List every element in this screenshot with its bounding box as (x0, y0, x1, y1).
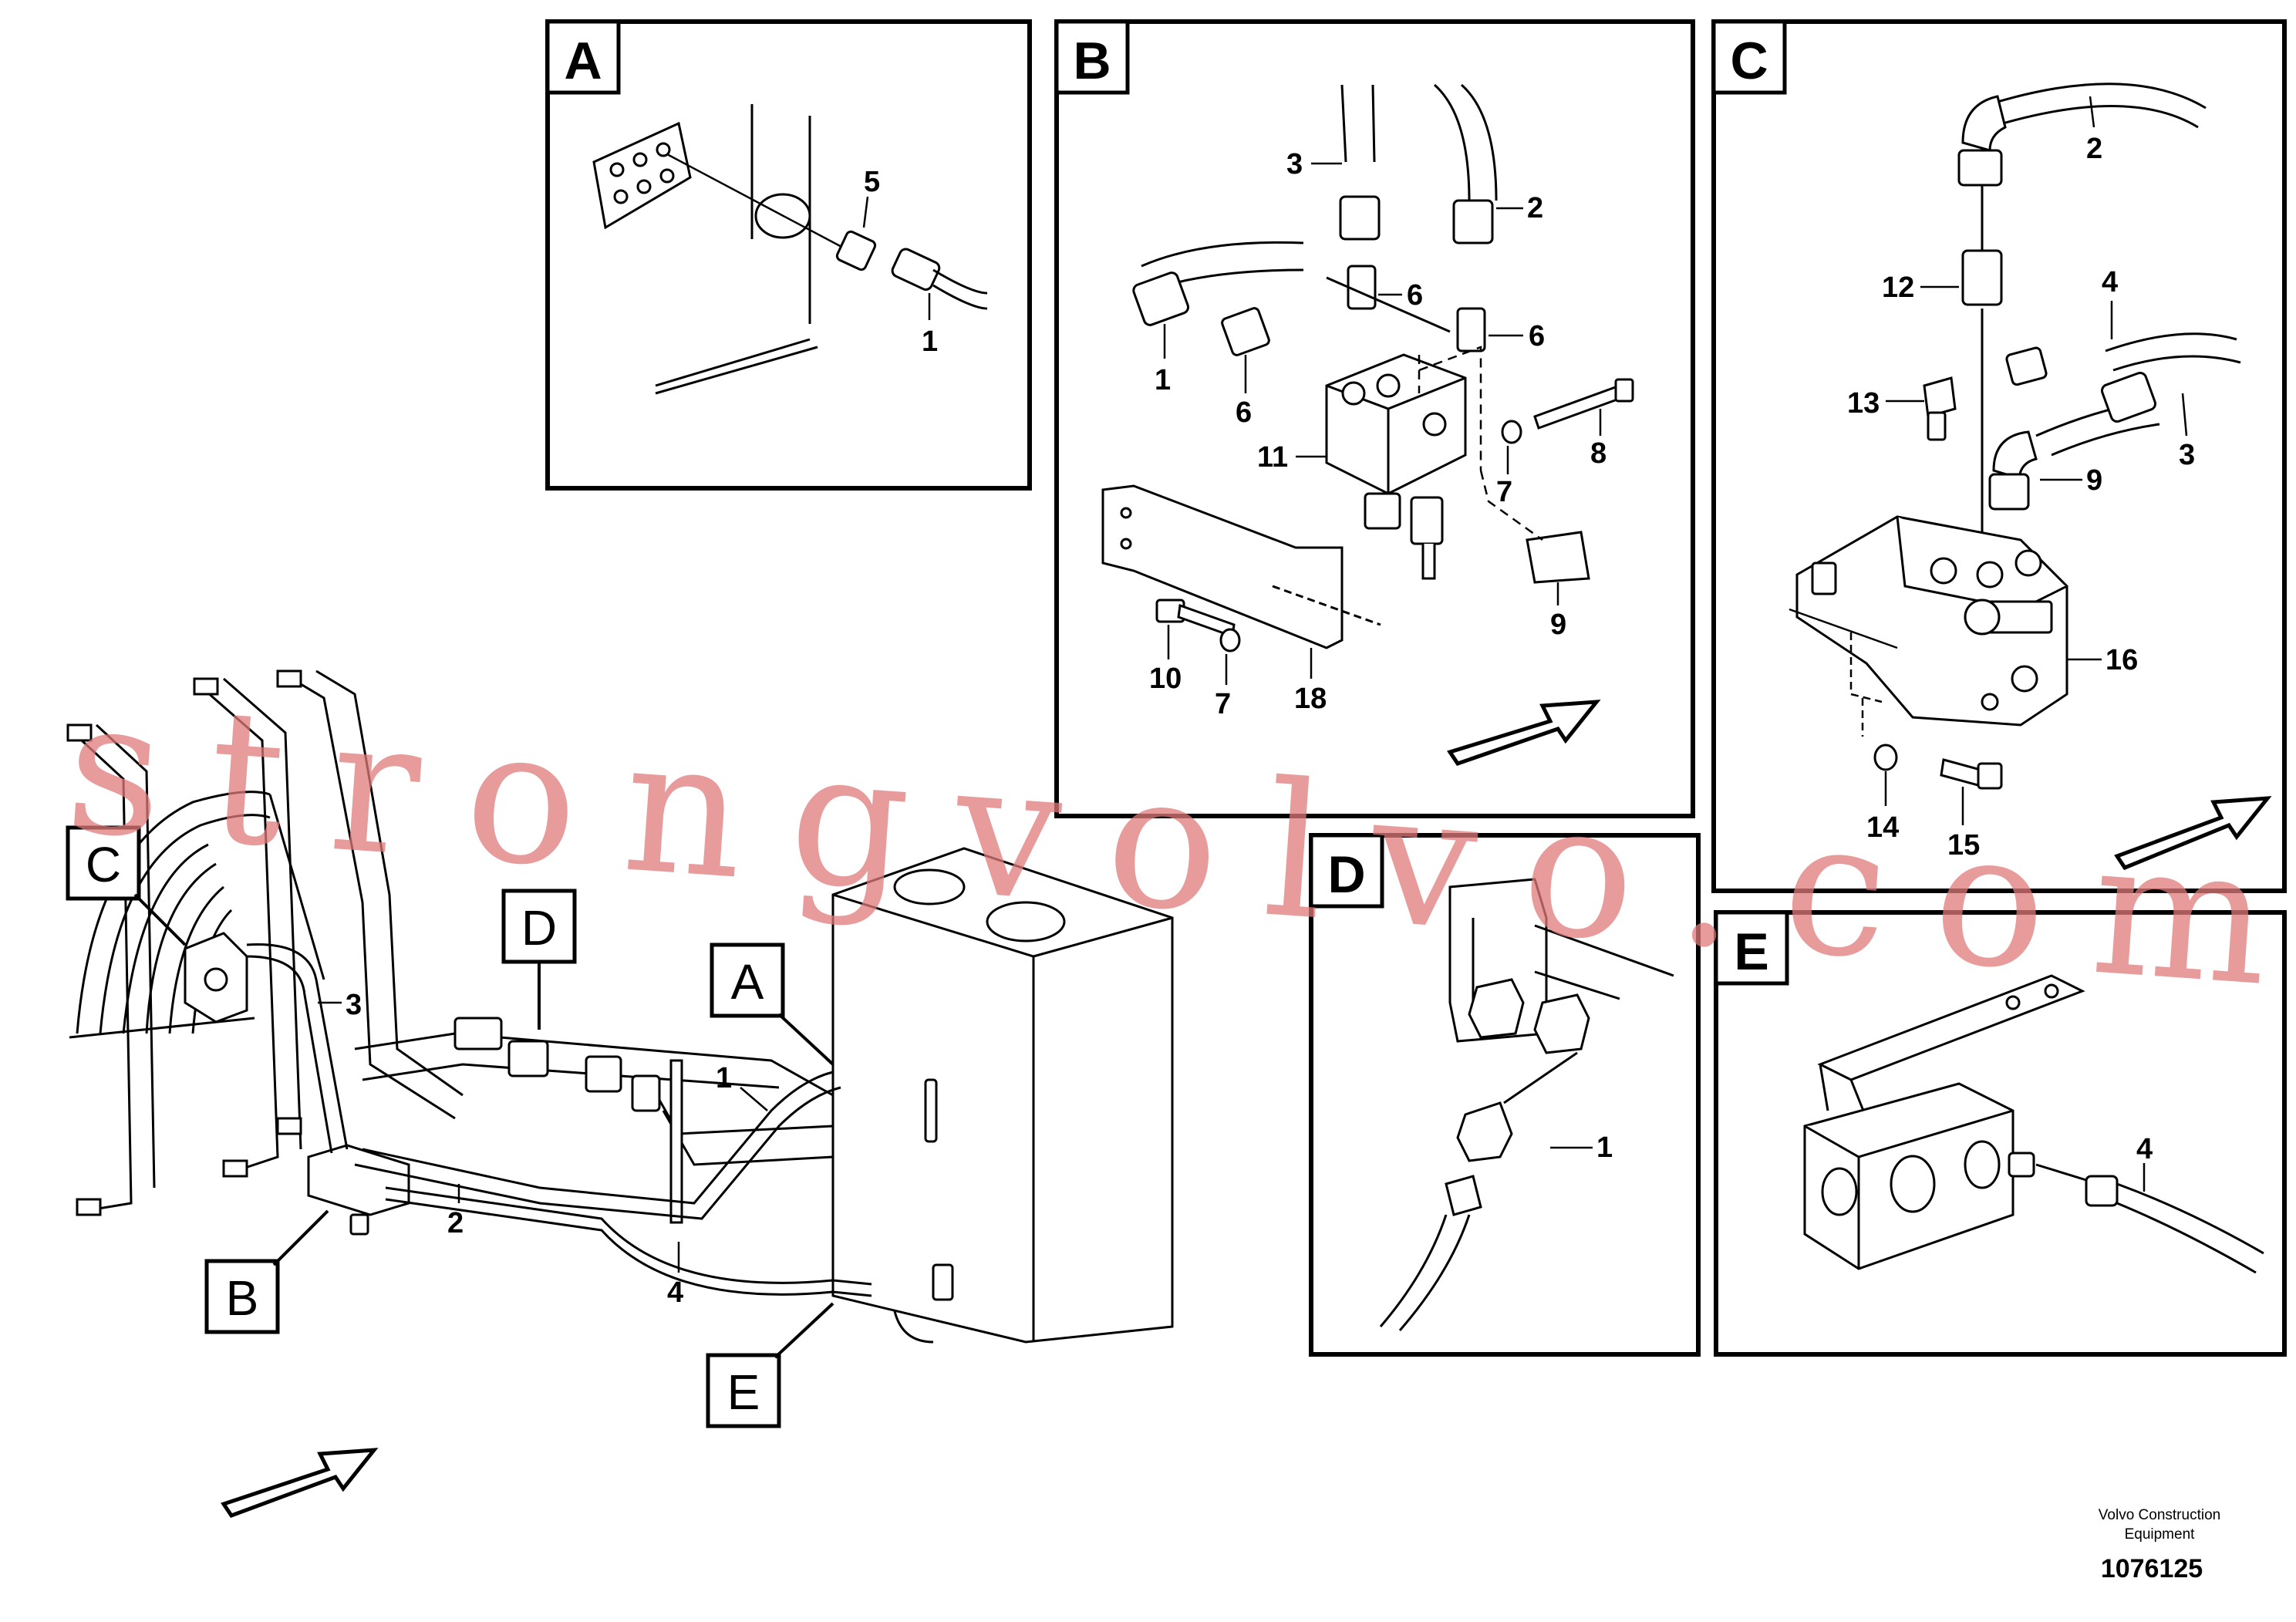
frame-brackets (66, 669, 302, 1216)
overview-assembly: C D A B E 3 1 2 4 (66, 669, 1174, 1519)
overview-callout-b: B (204, 1209, 329, 1334)
part-num-c-9: 9 (2086, 464, 2102, 497)
panel-a-frame (545, 19, 1032, 491)
panel-b-tag-box (1054, 19, 1130, 95)
overview-part-3: 3 (346, 989, 362, 1021)
hoses-b (1141, 83, 1498, 295)
panel-d-frame (1309, 833, 1701, 1357)
panel-a-tag-box (545, 19, 621, 95)
hose-d (1379, 1051, 1578, 1331)
overview-pump (184, 932, 248, 1023)
panel-c-frame (1711, 19, 2287, 893)
valve-block-11 (1325, 353, 1467, 580)
part-num-b-6a: 6 (1407, 279, 1423, 312)
overview-callout-e: E (706, 1302, 834, 1428)
panel-b-tag: B (1073, 32, 1111, 90)
panel-d-tag-box (1309, 833, 1384, 909)
footer-company-line1: Volvo Construction (2099, 1507, 2220, 1523)
panel-b: B (1054, 19, 1695, 818)
panel-c-tag: C (1730, 32, 1768, 90)
overview-callout-a: A (710, 943, 834, 1066)
bolts-b (1155, 378, 1634, 653)
drawing-number: 1076125 (2101, 1554, 2203, 1583)
bracket-18 (1101, 276, 1451, 649)
panel-e-tag-box (1714, 910, 1789, 986)
hose-e (2035, 1163, 2264, 1274)
part-num-c-14: 14 (1866, 811, 1899, 844)
part-num-a-5: 5 (864, 166, 880, 198)
leaders-b (1418, 346, 1543, 541)
panel-e: E 4 (1714, 910, 2287, 1357)
bracket-e (1817, 974, 2085, 1119)
part-num-b-6c: 6 (1236, 396, 1252, 429)
overview-callout-c: C (66, 825, 187, 946)
overview-part-4: 4 (667, 1276, 683, 1309)
part-num-c-2: 2 (2086, 133, 2102, 165)
overview-tag-d: D (521, 900, 557, 956)
part-num-b-8: 8 (1590, 437, 1607, 470)
overview-tag-a: A (731, 954, 764, 1010)
panel-c: C (1711, 19, 2287, 893)
direction-arrow-c (2114, 796, 2272, 871)
overview-callout-d: D (501, 889, 577, 1030)
part-num-c-13: 13 (1847, 387, 1880, 420)
panel-a: A 5 1 (545, 19, 1032, 491)
panel-a-tag: A (564, 32, 602, 90)
part-num-b-3: 3 (1286, 148, 1303, 180)
panel-c-tag-box (1711, 19, 1787, 95)
block-e (1803, 1082, 2014, 1270)
overview-tag-b: B (226, 1270, 259, 1326)
fittings-d (1445, 978, 1590, 1216)
part-num-b-9: 9 (1550, 609, 1566, 641)
part-num-b-6b: 6 (1529, 320, 1545, 352)
part-num-d-1: 1 (1596, 1131, 1613, 1164)
overview-part-1: 1 (716, 1062, 732, 1094)
bolts-c (1873, 744, 2003, 790)
part-num-b-2: 2 (1527, 192, 1543, 224)
overview-hoses (246, 943, 872, 1297)
panel-e-frame (1714, 910, 2287, 1357)
valve-d (1448, 878, 1674, 1043)
part-num-c-16: 16 (2106, 644, 2138, 676)
part-num-b-10: 10 (1149, 663, 1182, 695)
panel-b-frame (1054, 19, 1695, 818)
part-num-c-4: 4 (2102, 266, 2118, 298)
hoses-c (1981, 83, 2241, 540)
part-num-a-1: 1 (922, 325, 938, 358)
part-num-c-15: 15 (1947, 829, 1980, 862)
terminal-block (592, 104, 818, 395)
part-num-b-18: 18 (1294, 683, 1327, 715)
overview-part-2: 2 (447, 1207, 464, 1239)
direction-arrow-b (1447, 700, 1601, 766)
part-num-e-4: 4 (2136, 1133, 2153, 1165)
part-num-c-12: 12 (1882, 271, 1914, 304)
pump-16 (1795, 515, 2068, 727)
part-num-b-7a: 7 (1496, 476, 1512, 508)
panel-e-tag: E (1734, 922, 1768, 981)
part-num-c-3: 3 (2179, 439, 2195, 471)
overview-tag-c: C (86, 837, 121, 892)
footer-company-line2: Equipment (2125, 1526, 2196, 1543)
fittings-c (1923, 95, 2156, 511)
hydraulic-tank (831, 847, 1174, 1344)
part-num-b-11: 11 (1257, 441, 1288, 474)
part-num-b-7b: 7 (1215, 688, 1231, 720)
connector-5 (835, 230, 877, 271)
connector-e (2008, 1152, 2119, 1207)
part-num-b-1: 1 (1155, 364, 1171, 396)
panel-d-tag: D (1327, 845, 1365, 904)
pipe-valves (453, 1017, 683, 1224)
hose-1 (891, 248, 988, 310)
direction-arrow-overview (221, 1448, 379, 1519)
panel-d: D 1 (1309, 833, 1701, 1357)
overview-tag-e: E (727, 1364, 760, 1420)
leaders-c (1789, 608, 1898, 737)
